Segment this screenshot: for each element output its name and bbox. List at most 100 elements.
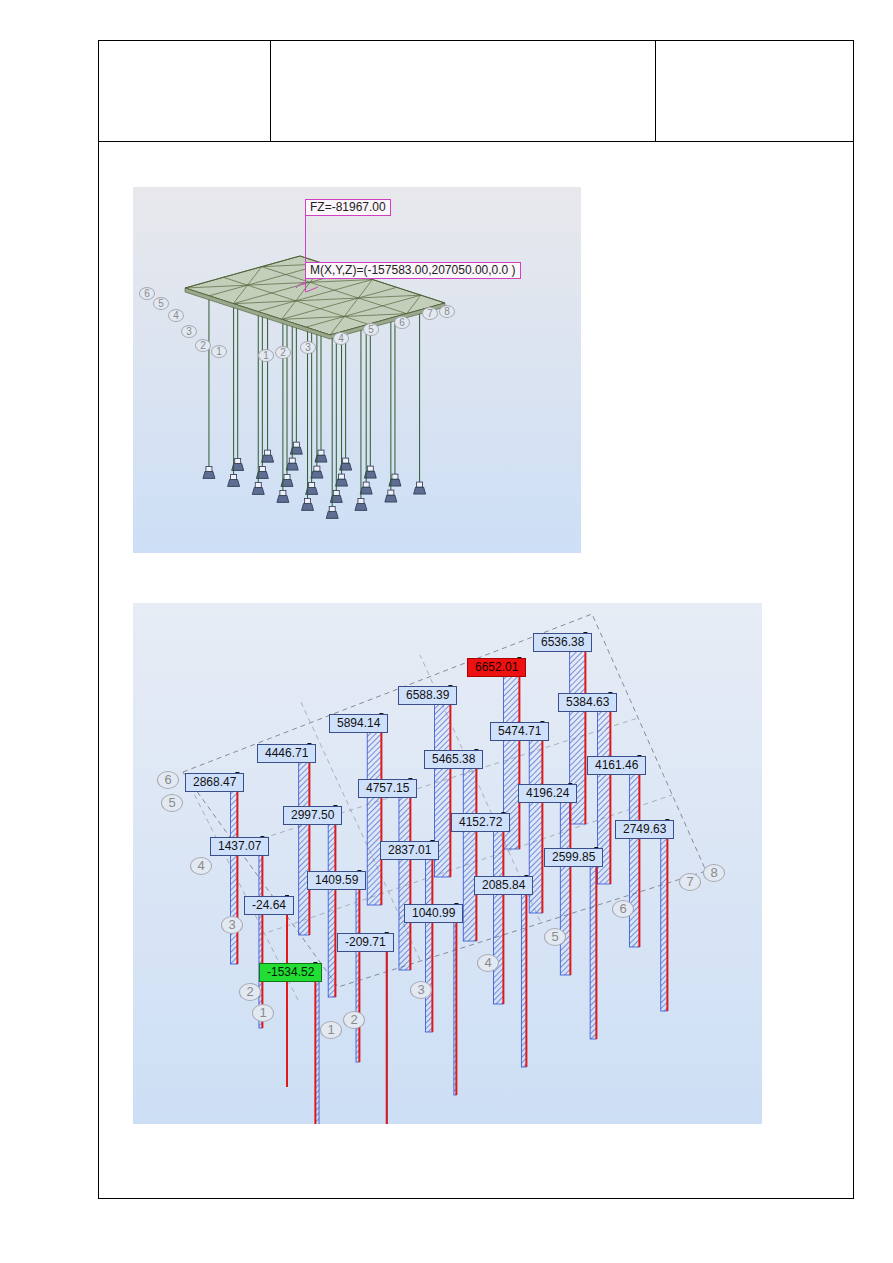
pile-line — [431, 844, 433, 1032]
node-text: 7 — [423, 308, 437, 319]
node-text: 4446.71 — [265, 745, 308, 762]
grid-bubble: 5 — [544, 928, 566, 946]
node-text: 4196.24 — [526, 785, 569, 802]
moment-symbol — [296, 284, 318, 293]
pile-force-tag: 5384.63 — [558, 693, 617, 712]
support-symbol — [367, 466, 373, 471]
support-symbol — [235, 458, 241, 463]
force-hatch — [259, 840, 262, 1028]
grid-bubble: 1 — [252, 1004, 274, 1022]
grid-bubble: 5 — [161, 794, 183, 812]
node-text: -1534.52 — [267, 964, 314, 981]
slab-edge — [185, 288, 445, 339]
force-hatch — [560, 787, 570, 975]
force-hatch — [590, 851, 596, 1039]
mesh-line — [248, 267, 262, 286]
node-text: 4152.72 — [459, 814, 502, 831]
node-text: 6 — [395, 317, 409, 328]
mesh-line — [358, 280, 372, 299]
mesh-line — [344, 298, 358, 317]
mesh-line — [185, 256, 300, 288]
header-divider — [655, 40, 656, 141]
result-callout: FZ=-81967.00 — [305, 199, 391, 216]
grid-bubble: 6 — [157, 771, 179, 789]
header-divider — [270, 40, 271, 141]
grid-bubble: 3 — [300, 341, 316, 354]
grid-bubble: 1 — [211, 345, 227, 358]
node-text: 1 — [253, 1005, 273, 1021]
node-text: 1437.07 — [218, 838, 261, 855]
grid-bubble: 7 — [679, 873, 701, 891]
leader-line — [305, 278, 306, 292]
node-text: 5 — [162, 795, 182, 811]
leader-line — [305, 215, 306, 262]
pile-line — [282, 311, 283, 493]
grid-bubble: 5 — [363, 323, 379, 336]
pile-line — [541, 725, 543, 913]
node-text: 5465.38 — [432, 751, 475, 768]
node-text: 8 — [704, 865, 724, 881]
grid-bubble: 6 — [394, 316, 410, 329]
grid-bubble: 8 — [703, 864, 725, 882]
support-symbol — [314, 466, 320, 471]
support-symbol — [414, 487, 426, 494]
pile-force-tag: 5474.71 — [490, 722, 549, 741]
node-text: -24.64 — [252, 897, 286, 914]
force-hatch — [463, 753, 476, 941]
pile-force-tag: -209.71 — [337, 933, 394, 952]
node-text: 6 — [140, 288, 154, 299]
grid-bubble: 2 — [343, 1011, 365, 1029]
node-text: 4 — [169, 310, 183, 321]
support-symbol — [339, 474, 345, 479]
node-text: FZ=-81967.00 — [310, 200, 386, 215]
mesh-line — [282, 317, 345, 320]
grid-bubble: 6 — [139, 287, 155, 300]
support-symbol — [333, 490, 339, 495]
node-text: 5 — [364, 324, 378, 335]
node-text: 2837.01 — [388, 842, 431, 859]
pile-line — [455, 907, 457, 1095]
mesh-line — [185, 285, 248, 288]
support-symbol — [280, 490, 286, 495]
support-symbol — [355, 503, 367, 510]
force-hatch — [386, 936, 388, 1124]
mesh-line — [296, 298, 359, 301]
node-text: 6 — [158, 772, 178, 788]
pile-force-diagram — [230, 632, 669, 1124]
node-text: 7 — [680, 874, 700, 890]
grid-bubble: 3 — [221, 916, 243, 934]
force-hatch — [426, 844, 433, 1032]
node-text: 4 — [478, 955, 498, 971]
mesh-line — [282, 301, 296, 320]
pile-line — [258, 303, 259, 485]
node-text: 6652.01 — [475, 659, 518, 676]
support-symbol — [262, 455, 274, 462]
node-text: 1409.59 — [315, 872, 358, 889]
pile-line — [390, 311, 391, 493]
support-symbol — [255, 482, 261, 487]
pile-force-tag: 6588.39 — [398, 686, 457, 705]
pile-force-tag: 2868.47 — [185, 773, 244, 792]
node-text: 2085.84 — [482, 877, 525, 894]
mesh-line — [233, 301, 296, 304]
pile-force-tag: 4161.46 — [587, 756, 646, 775]
pile-line — [525, 879, 527, 1067]
support-symbol — [392, 474, 398, 479]
support-symbol — [286, 463, 298, 470]
force-hatch — [399, 782, 410, 970]
pile-line — [449, 689, 451, 877]
support-symbol — [336, 479, 348, 486]
support-symbol — [417, 482, 423, 487]
pile-line — [334, 809, 336, 997]
support-symbol — [318, 450, 324, 455]
support-symbol — [284, 474, 290, 479]
pile-line — [286, 899, 288, 1087]
support-symbol — [203, 471, 215, 478]
pile-force-tag: 4196.24 — [518, 784, 577, 803]
pile-line — [261, 840, 263, 1028]
node-text: 5474.71 — [498, 723, 541, 740]
node-text: 5894.14 — [337, 715, 380, 732]
pile-line — [475, 753, 477, 941]
